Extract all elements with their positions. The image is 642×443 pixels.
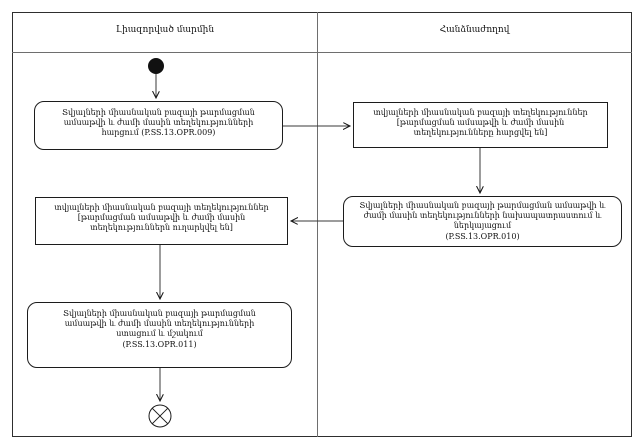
object-node-info-requested-label: տվյալների միասնական բազայի տեղեկությունն…: [373, 108, 588, 138]
swimlane-divider: [317, 12, 318, 437]
object-node-info-sent-label: տվյալների միասնական բազայի տեղեկությունն…: [54, 203, 269, 233]
action-node-opr-009: Տվյալների միասնական բազայի թարմացման ամս…: [34, 101, 283, 150]
action-node-opr-009-label: Տվյալների միասնական բազայի թարմացման ամս…: [62, 108, 255, 138]
object-node-info-sent: տվյալների միասնական բազայի տեղեկությունն…: [35, 197, 288, 245]
action-node-opr-010: Տվյալների միասնական բազայի թարմացման ամս…: [343, 196, 622, 247]
object-node-info-requested: տվյալների միասնական բազայի տեղեկությունն…: [353, 102, 608, 148]
action-node-opr-011-code: (P.SS.13.OPR.011): [122, 339, 197, 349]
action-node-opr-011: Տվյալների միասնական բազայի թարմացման ամս…: [27, 302, 292, 368]
diagram-frame: [12, 12, 632, 437]
lane-header-commission: Հանձնաժողով: [439, 25, 510, 35]
lane-header-authorized-body: Լիազորված մարմին: [115, 25, 215, 35]
action-node-opr-011-label: Տվյալների միասնական բազայի թարմացման ամս…: [63, 309, 256, 339]
header-divider-line: [12, 52, 632, 53]
action-node-opr-010-code: (P.SS.13.OPR.010): [445, 231, 520, 241]
action-node-opr-010-label: Տվյալների միասնական բազայի թարմացման ամս…: [359, 201, 606, 231]
